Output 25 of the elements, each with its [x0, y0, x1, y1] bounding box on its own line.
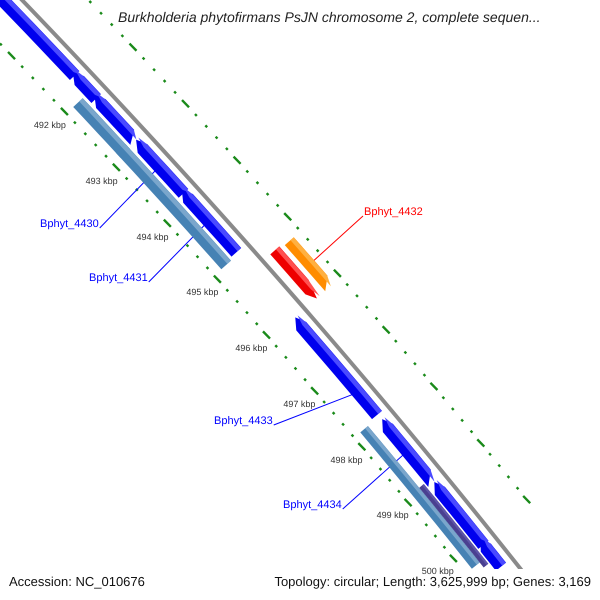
gene-label: Bphyt_4430	[40, 218, 99, 231]
scale-label: 498 kbp	[330, 454, 362, 465]
scale-label: 500 kbp	[422, 566, 454, 576]
scale-label: 499 kbp	[376, 510, 409, 520]
gene-feature	[182, 187, 242, 257]
scale-label: 495 kbp	[186, 287, 218, 298]
scale-label: 497 kbp	[283, 398, 316, 409]
accession-text: Accession: NC_010676	[8, 574, 146, 590]
scale-label: 494 kbp	[136, 232, 169, 242]
scale-label: 496 kbp	[235, 343, 268, 354]
scale-label: 493 kbp	[86, 176, 118, 186]
genome-info-text: Topology: circular; Length: 3,625,999 bp; Genes: 3,169	[273, 574, 592, 590]
gene-label: Bphyt_4433	[214, 415, 273, 428]
leader-line	[313, 216, 364, 262]
gene-feature	[0, 0, 80, 80]
scale-label: 492 kbp	[34, 120, 66, 130]
gene-label: Bphyt_4432	[364, 206, 423, 219]
map-title: Burkholderia phytofirmans PsJN chromosome 2, complete sequen...	[118, 9, 541, 25]
gene-feature	[480, 537, 506, 569]
gene-label: Bphyt_4431	[89, 272, 148, 285]
gene-feature	[434, 480, 489, 549]
leader-line	[342, 454, 404, 510]
leader-line	[273, 394, 352, 426]
gene-label: Bphyt_4434	[283, 499, 342, 512]
gene-feature	[270, 246, 320, 298]
